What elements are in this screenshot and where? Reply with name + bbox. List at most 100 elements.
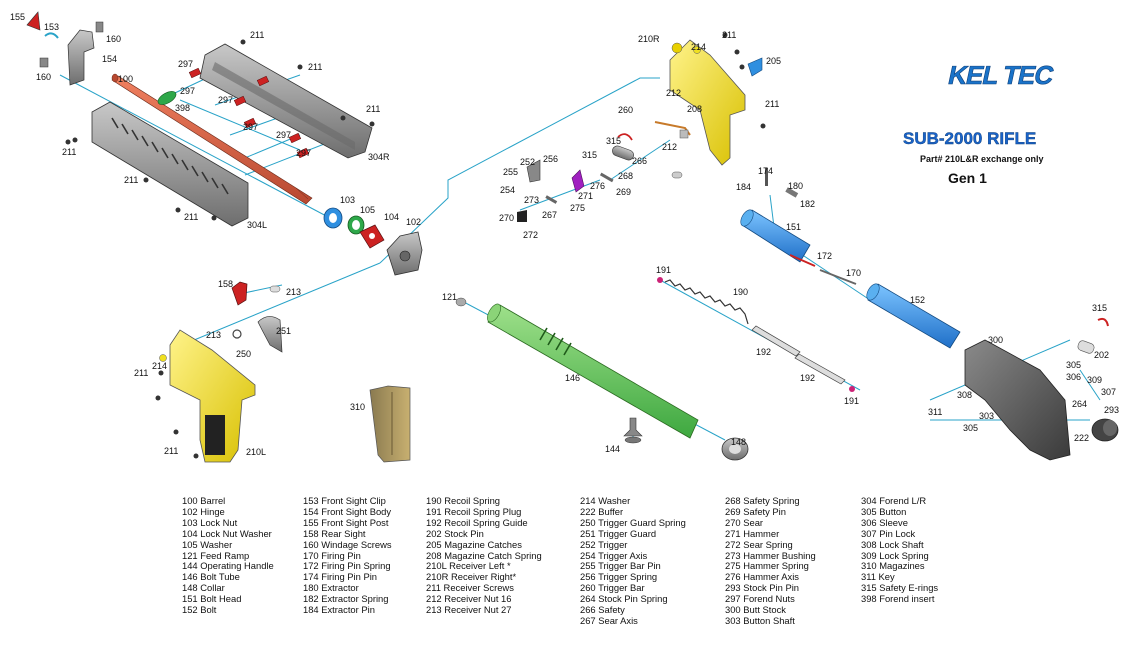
part-label: 211	[366, 104, 380, 114]
receiver-left	[159, 329, 256, 463]
legend-item: 267 Sear Axis	[580, 614, 638, 626]
legend-item: 250 Trigger Guard Spring	[580, 516, 686, 528]
legend-item: 205 Magazine Catches	[426, 538, 522, 550]
legend-item: 192 Recoil Spring Guide	[426, 516, 528, 528]
brand-block: KEL TEC SUB-2000 RIFLE Part# 210L&R exch…	[903, 60, 1057, 186]
part-exchange-note: Part# 210L&R exchange only	[920, 154, 1044, 164]
part-label: 192	[756, 347, 771, 357]
trigger-guard	[232, 316, 283, 353]
legend-item: 315 Safety E-rings	[861, 582, 939, 594]
part-label: 212	[662, 142, 677, 152]
legend-item: 305 Button	[861, 505, 907, 517]
part-label: 211	[308, 62, 322, 72]
part-label: 211	[250, 30, 264, 40]
legend-item: 144 Operating Handle	[182, 560, 274, 572]
legend-column-2: 153 Front Sight Clip 154 Front Sight Bod…	[303, 495, 392, 616]
legend-item: 308 Lock Shaft	[861, 538, 924, 550]
lock-nut-stack	[323, 207, 385, 249]
part-label: 297	[243, 122, 258, 132]
rifle-title: SUB-2000 RIFLE	[903, 129, 1036, 148]
part-label: 297	[180, 86, 195, 96]
legend-item: 310 Magazines	[861, 560, 925, 572]
legend-item: 191 Recoil Spring Plug	[426, 505, 522, 517]
part-label: 252	[520, 157, 535, 167]
legend-item: 121 Feed Ramp	[182, 549, 250, 561]
part-label: 309	[1087, 375, 1102, 385]
legend-item: 208 Magazine Catch Spring	[426, 549, 542, 561]
legend-item: 184 Extractor Pin	[303, 604, 375, 616]
legend-item: 275 Hammer Spring	[725, 560, 809, 572]
part-label: 297	[296, 148, 311, 158]
legend-column-5: 268 Safety Spring 269 Safety Pin 270 Sea…	[725, 495, 816, 627]
part-label: 271	[578, 191, 593, 201]
part-label: 191	[656, 265, 671, 275]
legend-item: 202 Stock Pin	[426, 527, 484, 539]
part-label: 191	[844, 396, 859, 406]
legend-item: 213 Receiver Nut 27	[426, 604, 512, 616]
part-label: 210R	[638, 34, 660, 44]
legend-item: 151 Bolt Head	[182, 593, 242, 605]
part-label: 213	[286, 287, 301, 297]
part-label: 212	[666, 88, 681, 98]
legend-item: 146 Bolt Tube	[182, 571, 240, 583]
part-label: 273	[524, 195, 539, 205]
part-label: 180	[788, 181, 803, 191]
part-label: 315	[1092, 303, 1107, 313]
part-label: 211	[722, 30, 736, 40]
legend-column-6: 304 Forend L/R 305 Button 306 Sleeve 307…	[861, 495, 939, 605]
legend-item: 210R Receiver Right*	[426, 571, 517, 583]
part-label: 102	[406, 217, 421, 227]
legend-item: 252 Trigger	[580, 538, 628, 550]
part-label: 304R	[368, 152, 390, 162]
magazine	[369, 385, 411, 463]
legend-item: 180 Extractor	[303, 582, 359, 594]
part-label: 160	[36, 72, 51, 82]
part-label: 211	[184, 212, 198, 222]
part-label: 305	[963, 423, 978, 433]
bolt	[866, 283, 961, 349]
magazine-catch	[747, 57, 763, 77]
legend-item: 307 Pin Lock	[861, 527, 916, 539]
part-label: 155	[10, 12, 25, 22]
part-label: 251	[276, 326, 291, 336]
part-label: 254	[500, 185, 515, 195]
part-label: 305	[1066, 360, 1081, 370]
receiver-right	[669, 39, 746, 166]
part-label: 293	[1104, 405, 1119, 415]
part-label: 211	[124, 175, 138, 185]
legend-item: 148 Collar	[182, 582, 225, 594]
part-label: 210L	[246, 447, 266, 457]
logo-text: KEL TEC	[946, 60, 1057, 90]
legend-item: 170 Firing Pin	[303, 549, 361, 561]
part-label: 121	[442, 292, 457, 302]
part-label: 152	[910, 295, 925, 305]
part-label: 208	[687, 104, 702, 114]
part-label: 297	[178, 59, 193, 69]
legend-item: 212 Receiver Nut 16	[426, 593, 512, 605]
part-label: 297	[218, 95, 233, 105]
legend-item: 254 Trigger Axis	[580, 549, 648, 561]
part-label: 174	[758, 166, 773, 176]
part-label: 307	[1101, 387, 1116, 397]
legend-item: 256 Trigger Spring	[580, 571, 658, 583]
part-label: 172	[817, 251, 832, 261]
legend-item: 102 Hinge	[182, 505, 225, 517]
rear-sight	[231, 281, 281, 306]
part-label: 211	[134, 368, 148, 378]
part-label: 269	[616, 187, 631, 197]
part-label: 304L	[247, 220, 267, 230]
generation-label: Gen 1	[948, 170, 987, 186]
forend-insert	[157, 91, 177, 105]
legend-item: 304 Forend L/R	[861, 495, 927, 506]
legend-item: 160 Windage Screws	[303, 538, 392, 550]
part-label: 100	[118, 74, 133, 84]
legend-item: 303 Button Shaft	[725, 614, 795, 626]
legend-column-4: 214 Washer 222 Buffer 250 Trigger Guard …	[580, 495, 686, 627]
legend-item: 276 Hammer Axis	[725, 571, 799, 583]
part-label: 264	[1072, 399, 1087, 409]
part-label: 222	[1074, 433, 1089, 443]
exploded-parts-diagram: 155 153 160 154 160 100 211 297 297 398 …	[10, 11, 1119, 463]
firing-pin	[789, 254, 857, 285]
part-label: 250	[236, 349, 251, 359]
legend-item: 266 Safety	[580, 604, 625, 616]
